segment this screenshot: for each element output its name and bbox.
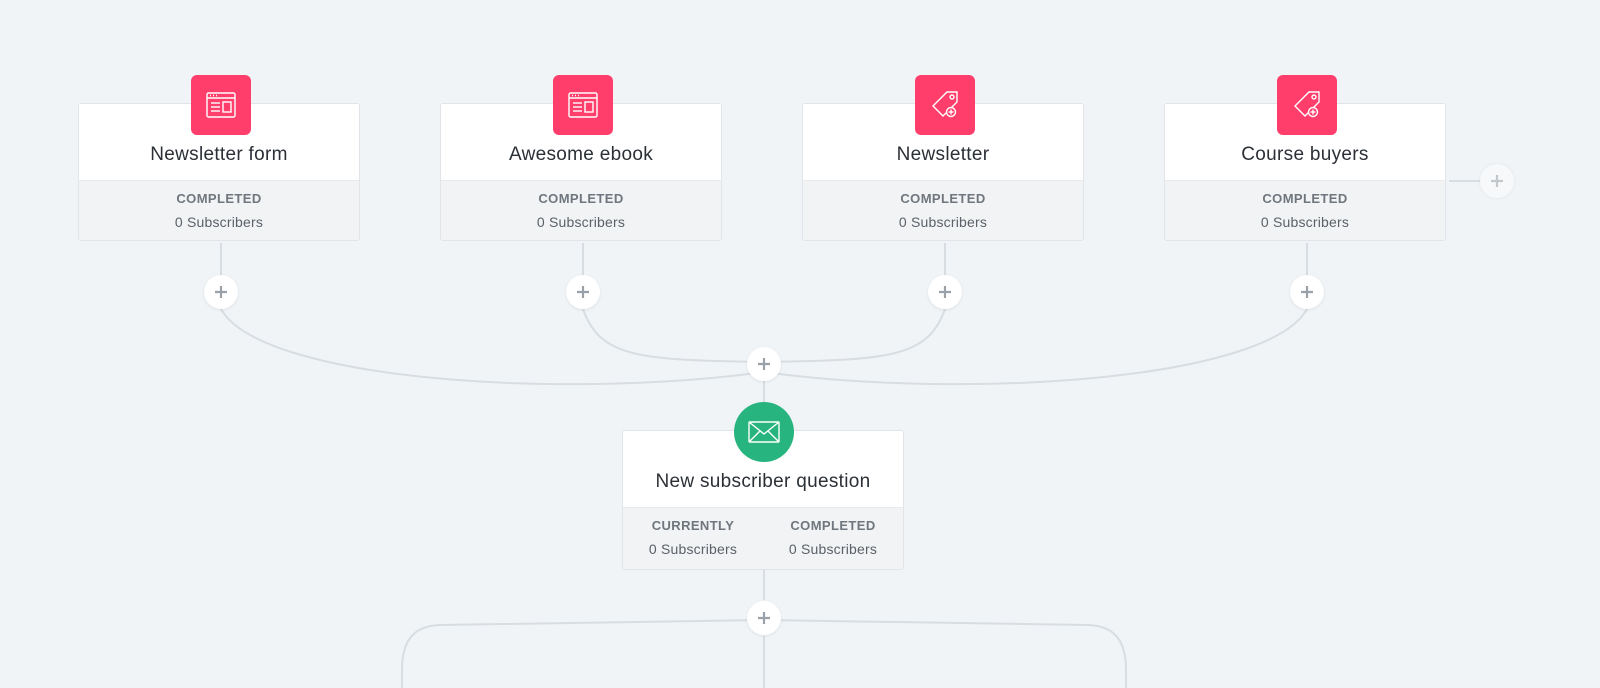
status-label: COMPLETED	[900, 191, 986, 206]
connector-curve	[763, 308, 1308, 386]
completed-label: COMPLETED	[790, 518, 876, 533]
completed-stat: COMPLETED 0 Subscribers	[803, 190, 1083, 231]
form-icon	[191, 75, 251, 135]
add-step-button[interactable]	[204, 275, 238, 309]
plus-icon	[1301, 286, 1313, 298]
subscriber-count: 0 Subscribers	[174, 214, 264, 230]
trigger-stats: COMPLETED 0 Subscribers	[79, 180, 359, 240]
subscriber-count: 0 Subscribers	[1260, 214, 1350, 230]
add-step-button[interactable]	[747, 601, 781, 635]
currently-count: 0 Subscribers	[648, 541, 738, 557]
envelope-icon	[734, 402, 794, 462]
plus-icon	[939, 286, 951, 298]
tag-icon	[1277, 75, 1337, 135]
connector-curve	[401, 619, 765, 688]
completed-stat: COMPLETED 0 Subscribers	[79, 190, 359, 231]
trigger-title: Course buyers	[1241, 144, 1369, 165]
currently-stat: CURRENTLY 0 Subscribers	[623, 517, 763, 558]
connector-curve	[582, 308, 765, 363]
trigger-card[interactable]: Course buyers COMPLETED 0 Subscribers	[1164, 103, 1446, 241]
status-label: COMPLETED	[176, 191, 262, 206]
trigger-stats: COMPLETED 0 Subscribers	[803, 180, 1083, 240]
status-label: COMPLETED	[1262, 191, 1348, 206]
trigger-title: Awesome ebook	[508, 144, 654, 165]
trigger-stats: COMPLETED 0 Subscribers	[1165, 180, 1445, 240]
subscriber-count: 0 Subscribers	[898, 214, 988, 230]
plus-icon	[758, 358, 770, 370]
completed-stat: COMPLETED 0 Subscribers	[763, 517, 903, 558]
trigger-title: Newsletter	[896, 144, 990, 165]
email-step-title: New subscriber question	[655, 471, 871, 492]
trigger-title: Newsletter form	[150, 144, 288, 165]
connector-curve	[763, 619, 1127, 688]
completed-count: 0 Subscribers	[788, 541, 878, 557]
plus-icon	[215, 286, 227, 298]
trigger-card[interactable]: Awesome ebook COMPLETED 0 Subscribers	[440, 103, 722, 241]
connector-curve	[220, 308, 765, 386]
plus-icon	[758, 612, 770, 624]
trigger-stats: COMPLETED 0 Subscribers	[441, 180, 721, 240]
tag-icon	[915, 75, 975, 135]
trigger-card-header: Awesome ebook	[441, 104, 721, 180]
add-step-button[interactable]	[747, 347, 781, 381]
add-step-button[interactable]	[1290, 275, 1324, 309]
connector-curve	[763, 308, 946, 363]
currently-label: CURRENTLY	[651, 518, 735, 533]
plus-icon	[1491, 175, 1503, 187]
completed-stat: COMPLETED 0 Subscribers	[441, 190, 721, 231]
plus-icon	[577, 286, 589, 298]
trigger-card[interactable]: Newsletter form COMPLETED 0 Subscribers	[78, 103, 360, 241]
subscriber-count: 0 Subscribers	[536, 214, 626, 230]
add-trigger-button[interactable]	[1480, 164, 1514, 198]
add-step-button[interactable]	[928, 275, 962, 309]
completed-stat: COMPLETED 0 Subscribers	[1165, 190, 1445, 231]
email-stats: CURRENTLY 0 Subscribers COMPLETED 0 Subs…	[623, 507, 903, 569]
form-icon	[553, 75, 613, 135]
add-step-button[interactable]	[566, 275, 600, 309]
status-label: COMPLETED	[538, 191, 624, 206]
